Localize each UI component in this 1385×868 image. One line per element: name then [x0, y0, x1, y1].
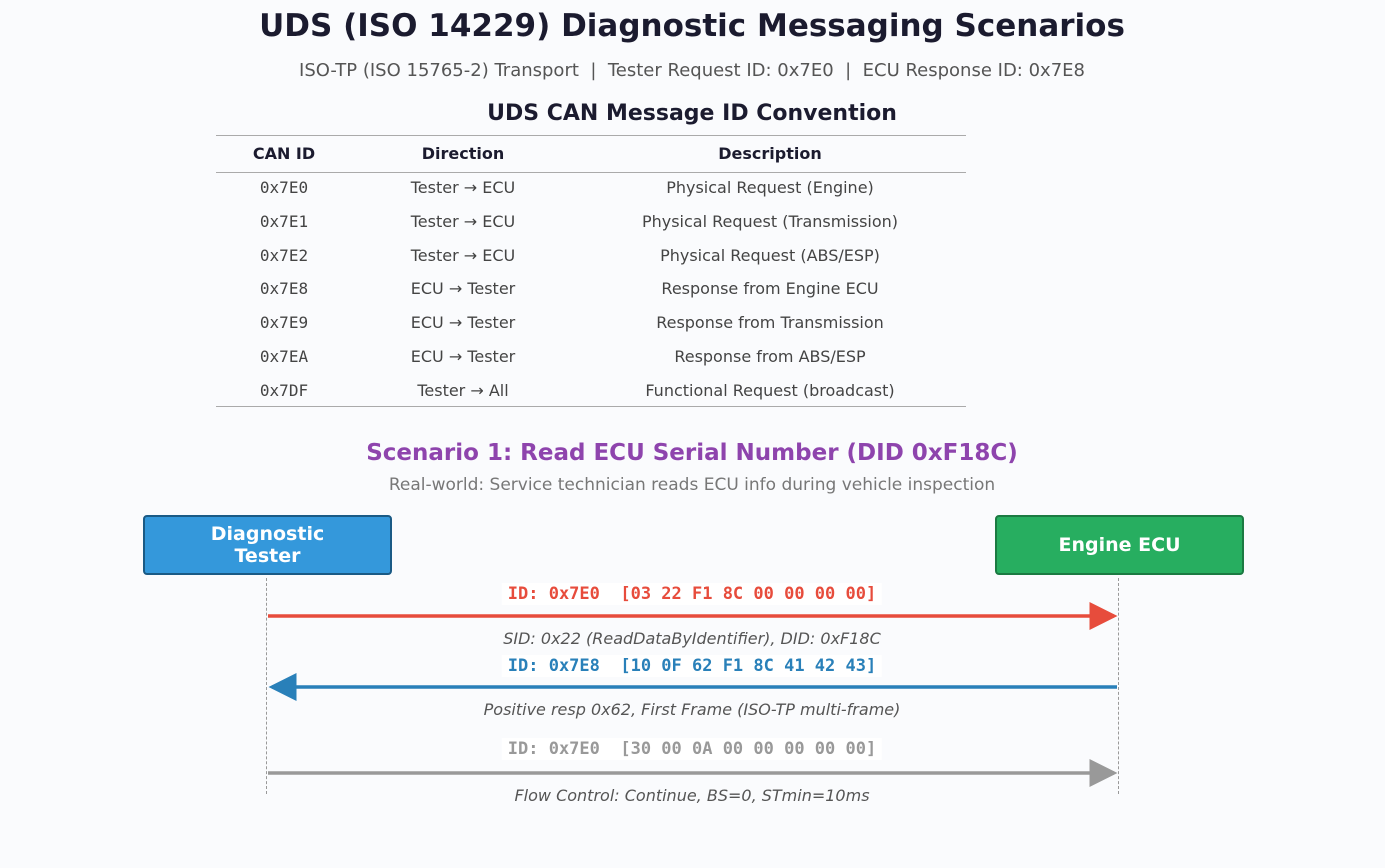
scenario-title: Scenario 1: Read ECU Serial Number (DID … [366, 440, 1018, 466]
table-cell: 0x7E9 [259, 313, 309, 333]
table-cell: Physical Request (ABS/ESP) [660, 245, 880, 265]
table-cell: 0x7E2 [259, 245, 309, 265]
actor-label: Diagnostic Tester [210, 523, 325, 567]
actor-label: Engine ECU [1058, 534, 1181, 556]
page-title: UDS (ISO 14229) Diagnostic Messaging Sce… [259, 8, 1125, 44]
scenario-subtitle: Real-world: Service technician reads ECU… [388, 475, 996, 495]
table-cell: 0x7E8 [259, 279, 309, 299]
table-cell: Response from Engine ECU [661, 279, 879, 299]
request-frame-label: ID: 0x7E0 [03 22 F1 8C 00 00 00 00] [501, 583, 883, 605]
table-cell: Tester → ECU [410, 178, 516, 197]
table-cell: Tester → ECU [410, 211, 516, 231]
table-cell: 0x7E0 [259, 178, 309, 197]
table-header-rule [216, 172, 966, 173]
table-cell: Response from Transmission [656, 313, 884, 333]
table-cell: Tester → All [417, 380, 509, 400]
table-bottom-rule [216, 406, 966, 407]
table-header: Description [718, 144, 822, 163]
response-frame-label: ID: 0x7E8 [10 0F 62 F1 8C 41 42 43] [501, 655, 883, 677]
table-cell: Physical Request (Transmission) [641, 211, 899, 231]
table-header: CAN ID [252, 144, 316, 163]
message-note: Positive resp 0x62, First Frame (ISO-TP … [483, 700, 901, 719]
table-title: UDS CAN Message ID Convention [487, 101, 897, 126]
page-subtitle: ISO-TP (ISO 15765-2) Transport | Tester … [299, 60, 1085, 81]
table-top-rule [216, 135, 966, 136]
table-cell: ECU → Tester [410, 313, 516, 333]
actor-engine-ecu: Engine ECU [995, 515, 1244, 575]
table-cell: ECU → Tester [410, 347, 516, 366]
table-cell: 0x7EA [259, 347, 309, 366]
ecu-lifeline [1118, 578, 1119, 794]
table-cell: Response from ABS/ESP [674, 347, 866, 366]
actor-diagnostic-tester: Diagnostic Tester [143, 515, 392, 575]
table-cell: Physical Request (Engine) [666, 178, 874, 197]
table-cell: Functional Request (broadcast) [645, 380, 895, 400]
message-note: Flow Control: Continue, BS=0, STmin=10ms [514, 786, 870, 805]
table-cell: Tester → ECU [410, 245, 516, 265]
table-cell: 0x7DF [259, 380, 309, 400]
message-note: SID: 0x22 (ReadDataByIdentifier), DID: 0… [503, 629, 881, 648]
table-header: Direction [421, 144, 505, 163]
table-cell: 0x7E1 [259, 211, 309, 231]
tester-lifeline [266, 578, 267, 794]
flow-control-frame-label: ID: 0x7E0 [30 00 0A 00 00 00 00 00] [501, 738, 883, 760]
table-cell: ECU → Tester [410, 279, 516, 299]
